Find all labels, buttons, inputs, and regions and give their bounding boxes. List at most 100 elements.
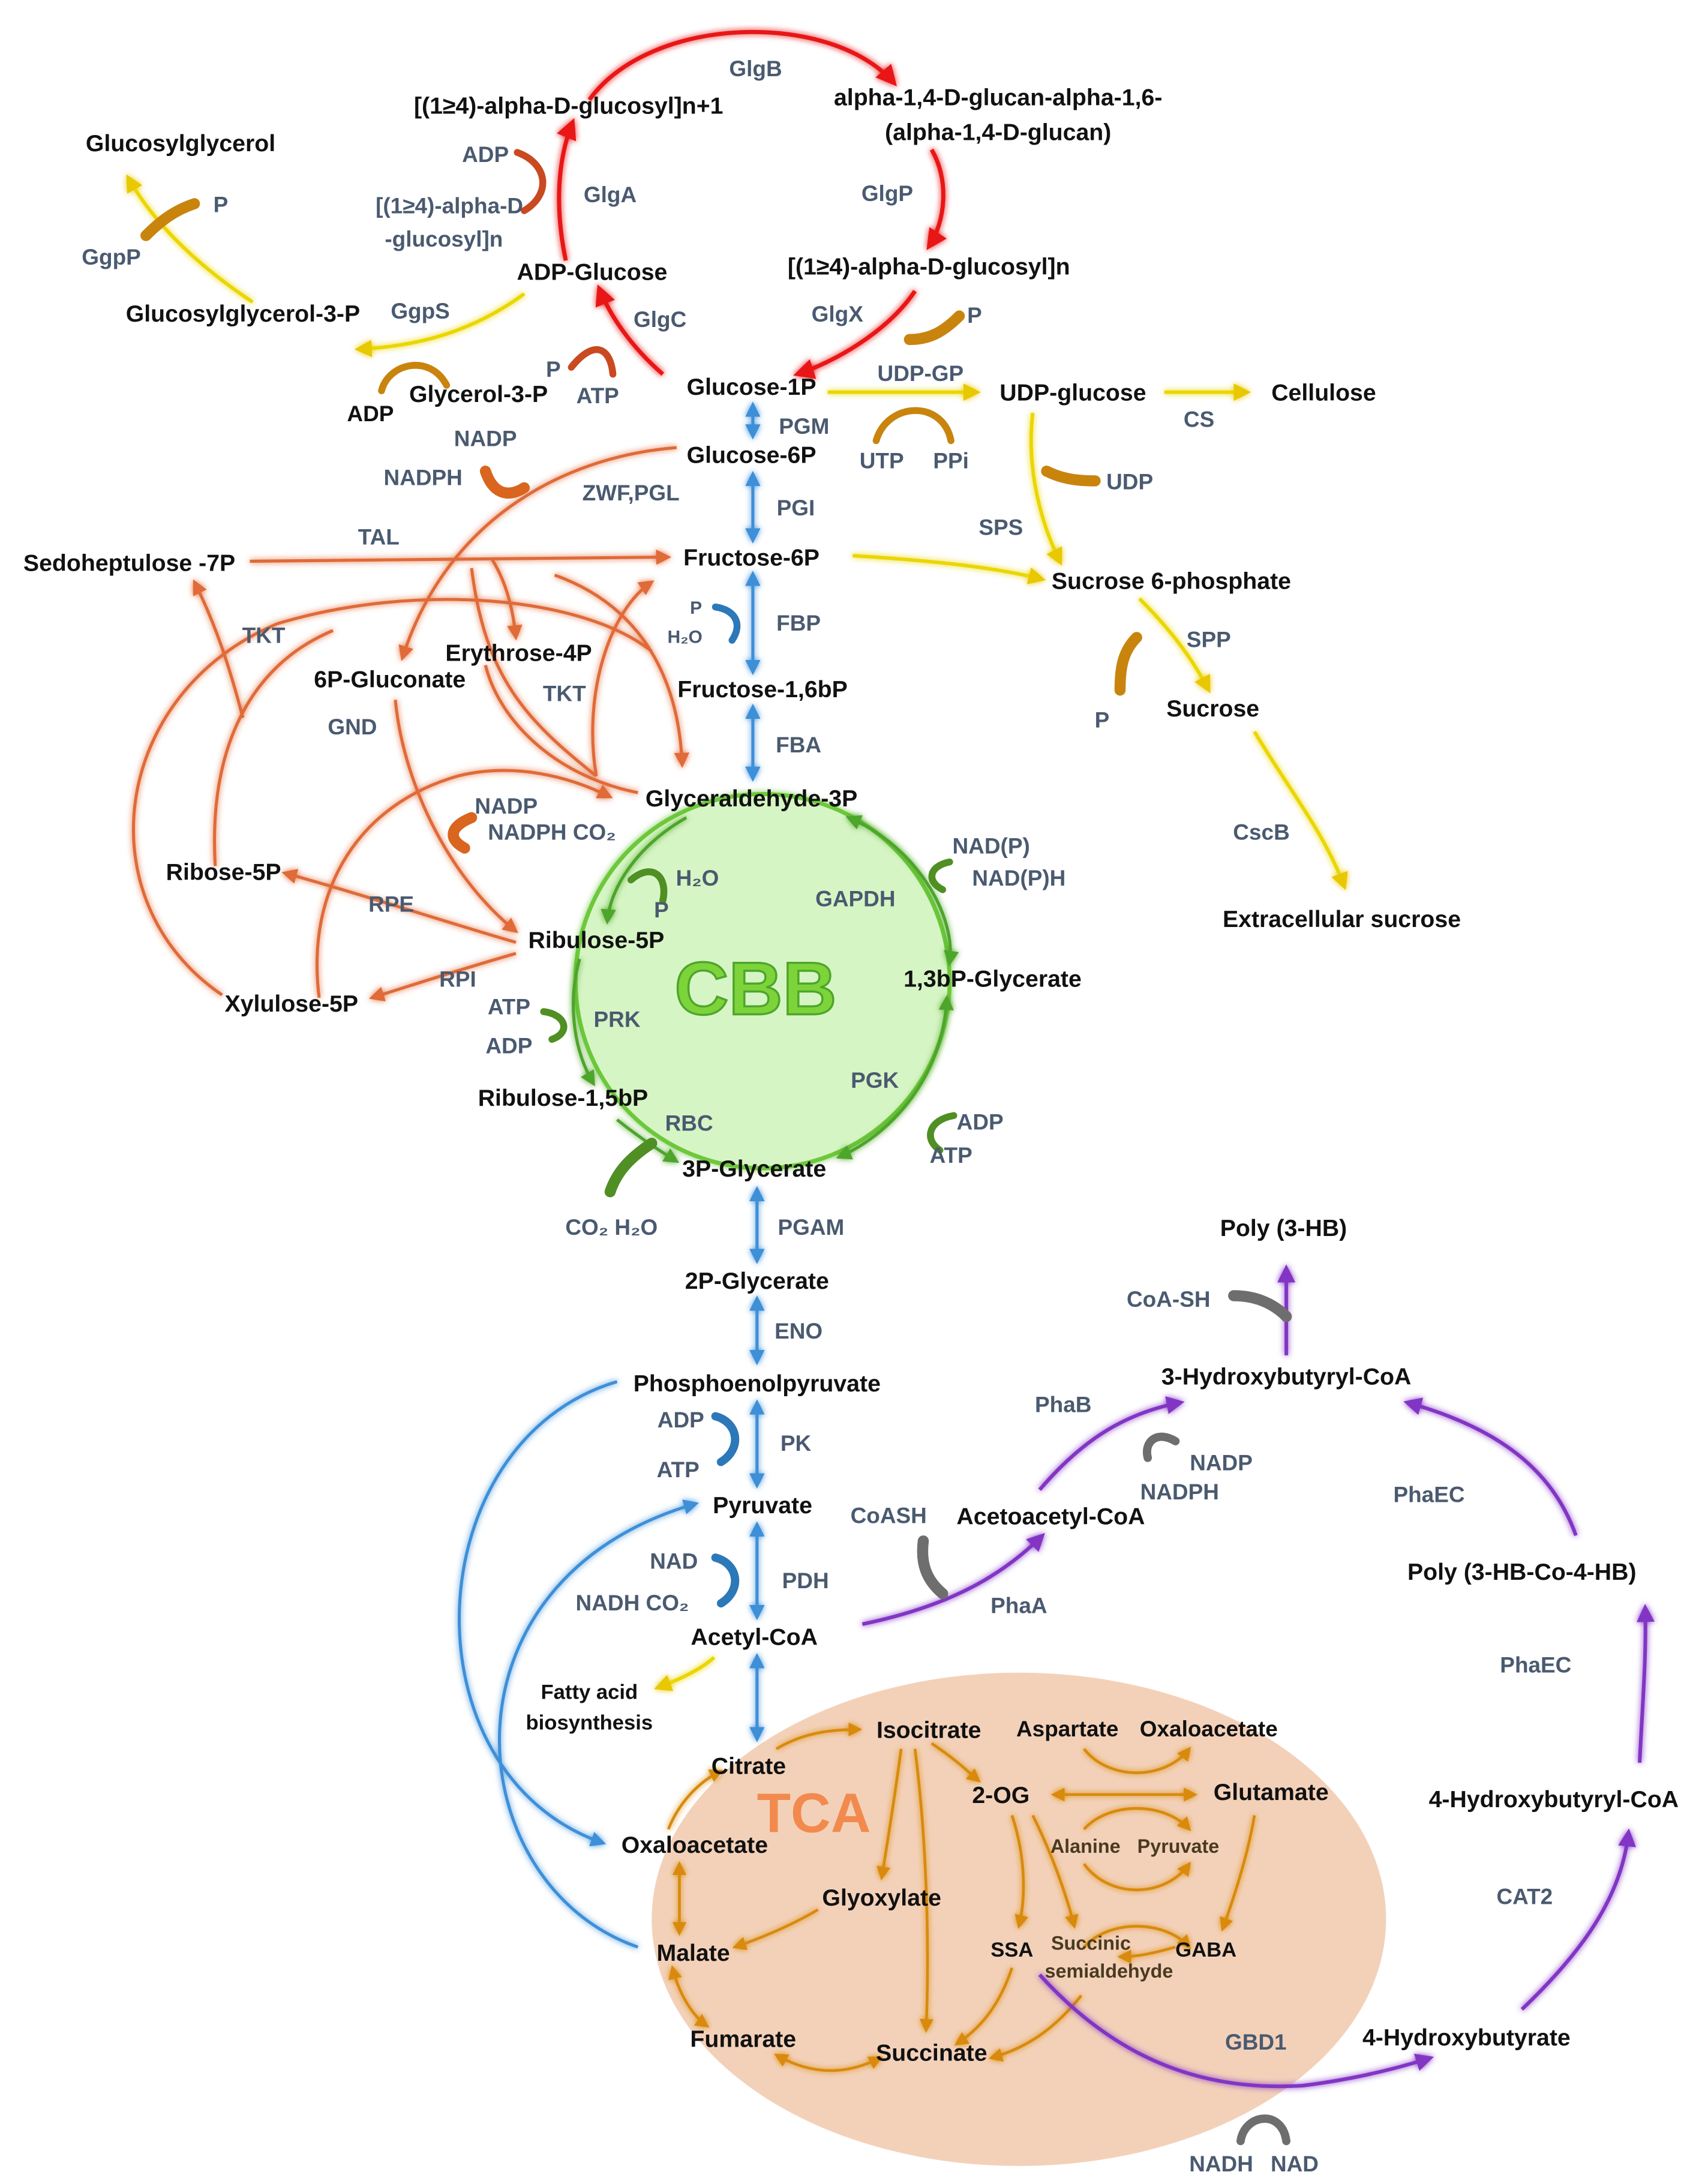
adp-prk: ADP xyxy=(485,1033,532,1058)
tkt-1-label: TKT xyxy=(242,623,286,648)
glucosylglycerol-3p: Glucosylglycerol-3-P xyxy=(126,301,360,327)
phaa-hook xyxy=(917,1535,948,1600)
gapdh-hook xyxy=(928,858,953,893)
glucan-n-left-1: [(1≥4)-alpha-D xyxy=(376,194,523,218)
small-labels: [(1≥4)-alpha-D -glucosyl]n Fatty acid bi… xyxy=(376,194,1219,1982)
alanine-exchange-1 xyxy=(1083,1861,1191,1892)
utp: UTP xyxy=(860,449,904,473)
fructose-to-sucrose6p-arrow xyxy=(853,554,1046,584)
fatty-acid-2: biosynthesis xyxy=(526,1711,653,1734)
nadp-phab: NADP xyxy=(1190,1451,1253,1475)
gaba-to-succ-semi xyxy=(1117,1945,1176,1964)
aspartate: Aspartate xyxy=(1016,1717,1118,1741)
phb-arrows xyxy=(861,1264,1655,2089)
glgp-arrow xyxy=(926,148,947,250)
oxaloacetate-to-citrate xyxy=(667,1769,724,1830)
2og-to-ssa xyxy=(1010,1814,1029,1929)
oxaloacetate: Oxaloacetate xyxy=(622,1832,768,1858)
tkt-right-arrow xyxy=(554,574,690,769)
udp-gp-label: UDP-GP xyxy=(878,361,964,386)
gbd1-arrow xyxy=(1038,1973,1434,2089)
tal-branch-erythrose xyxy=(491,559,523,641)
cscb-label: CscB xyxy=(1233,820,1289,845)
ssa-to-succinate xyxy=(954,1967,1013,2046)
adp-glucose: ADP-Glucose xyxy=(517,259,668,286)
gluconate-6p: 6P-Gluconate xyxy=(314,667,466,693)
cat2-label: CAT2 xyxy=(1497,1884,1553,1909)
ribulose-15bp: Ribulose-1,5bP xyxy=(478,1085,649,1111)
rpe-arrow xyxy=(281,869,517,944)
phaec-2-label: PhaEC xyxy=(1500,1653,1571,1678)
glutamate-to-gaba xyxy=(1220,1815,1256,1932)
gbd1-label: GBD1 xyxy=(1225,2030,1287,2054)
cbb-label: CBB xyxy=(674,947,836,1031)
sps-label: SPS xyxy=(978,515,1023,540)
zwf-arrow xyxy=(398,446,677,661)
nadh-co2-pdh: NADH CO₂ xyxy=(576,1591,689,1615)
adp-glga: ADP xyxy=(462,142,509,167)
nadph-co2-gnd: NADPH CO₂ xyxy=(488,820,616,845)
glgx-label: GlgX xyxy=(812,302,864,326)
hydroxybutyryl-coa-3: 3-Hydroxybutyryl-CoA xyxy=(1161,1363,1412,1390)
ggps-label: GgpS xyxy=(391,299,450,323)
nadp-gapdh: NAD(P) xyxy=(953,834,1030,859)
nadh-gbd1: NADH xyxy=(1189,2152,1253,2176)
malate: Malate xyxy=(656,1940,730,1966)
hydroxybutyryl-coa-4: 4-Hydroxybutyryl-CoA xyxy=(1429,1786,1679,1813)
nadph-gapdh: NAD(P)H xyxy=(972,866,1065,890)
cbb-arrows xyxy=(572,815,959,1163)
glycolysis-arrows xyxy=(458,401,765,1949)
adp-pgk: ADP xyxy=(957,1109,1004,1134)
glgc-hook xyxy=(568,346,617,378)
glucose-1p: Glucose-1P xyxy=(687,374,817,400)
pgi-label: PGI xyxy=(777,496,815,520)
glutamate: Glutamate xyxy=(1214,1779,1329,1805)
oxaloacetate-right: Oxaloacetate xyxy=(1140,1717,1278,1741)
ggps-hook xyxy=(378,362,451,395)
udp-gp-hook xyxy=(872,407,954,445)
eno-label: ENO xyxy=(775,1319,823,1343)
hydroxybutyrate-4: 4-Hydroxybutyrate xyxy=(1362,2024,1571,2051)
tca-region xyxy=(652,1672,1386,2166)
atp-pgk: ATP xyxy=(930,1143,972,1168)
glyoxylate-to-malate xyxy=(732,1908,819,1951)
xylulose-arc xyxy=(316,769,613,998)
h2o-fbp: H₂O xyxy=(668,628,703,647)
p-fbp: P xyxy=(690,598,702,618)
gap-to-e4p-arrow xyxy=(484,665,638,794)
gnd-arrow xyxy=(394,700,518,934)
pdh-hook xyxy=(711,1553,740,1608)
p-glgx: P xyxy=(967,303,982,328)
aspartate-exchange-2 xyxy=(1083,1807,1191,1832)
ggpp-arrow xyxy=(126,174,254,304)
spp-hook xyxy=(1114,632,1142,696)
p-cbb: P xyxy=(654,898,669,922)
cofactor-labels: ADP P P ADP P ATP UTP PPi NADP NADPH UDP… xyxy=(214,142,1319,2176)
cellulose: Cellulose xyxy=(1271,379,1376,406)
tca-label: TCA xyxy=(757,1781,871,1844)
ggps-arrow xyxy=(354,292,526,358)
udp-glucose: UDP-glucose xyxy=(999,379,1146,406)
glgx-hook xyxy=(903,310,965,346)
glga-label: GlgA xyxy=(584,182,637,207)
erythrose-4p: Erythrose-4P xyxy=(445,640,592,667)
glgc-label: GlgC xyxy=(634,307,686,332)
gnd-hook xyxy=(448,812,478,854)
xylulose-5p: Xylulose-5P xyxy=(225,991,359,1017)
sps-arrow xyxy=(1029,412,1062,566)
poly-3hb: Poly (3-HB) xyxy=(1220,1215,1347,1241)
acetyl-coa: Acetyl-CoA xyxy=(691,1624,818,1651)
malate-to-pyruvate-arrow xyxy=(498,1499,700,1949)
gaba: GABA xyxy=(1175,1939,1236,1961)
glgc-arrow xyxy=(595,284,665,376)
malate-fumarate xyxy=(668,1965,710,2028)
alanine-exchange-2 xyxy=(1083,1925,1191,1949)
fructose-6p: Fructose-6P xyxy=(683,544,820,571)
gapdh-arrow xyxy=(845,815,959,967)
tkt-big-arc xyxy=(132,598,653,997)
glgb-label: GlgB xyxy=(729,56,782,81)
co2-h2o-rbc: CO₂ H₂O xyxy=(565,1215,658,1240)
glucose-6p: Glucose-6P xyxy=(687,442,817,468)
ggpp-label: GgpP xyxy=(82,245,141,269)
fatty-acid-1: Fatty acid xyxy=(541,1681,638,1704)
